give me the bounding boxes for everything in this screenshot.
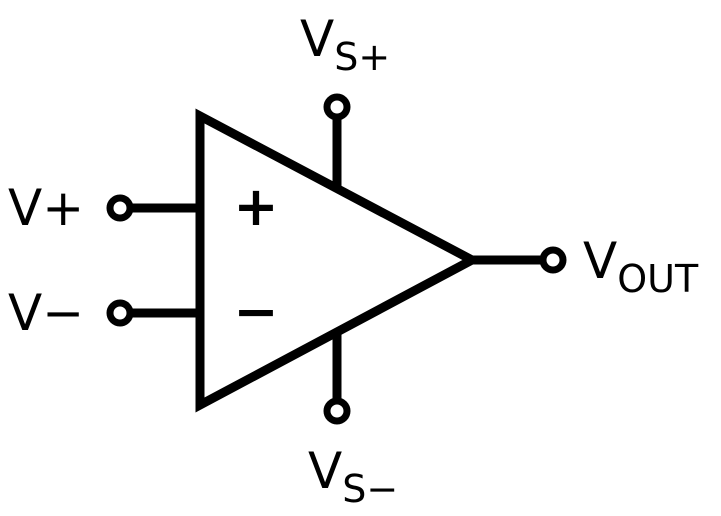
- inverting-terminal: [106, 299, 134, 327]
- supply-negative-label-main: V: [308, 442, 342, 500]
- supply-positive-label-main: V: [300, 10, 334, 68]
- inverting-label: V−: [8, 284, 84, 342]
- supply-positive-label-sub: S+: [334, 35, 390, 79]
- supply-positive-terminal: [323, 93, 351, 121]
- non-inverting-label: V+: [8, 179, 84, 237]
- supply-positive-label: VS+: [300, 10, 390, 79]
- supply-negative-label: VS−: [308, 442, 398, 511]
- supply-negative-terminal: [323, 397, 351, 425]
- output-label-sub: OUT: [617, 257, 699, 301]
- minus-symbol: −: [233, 280, 278, 343]
- non-inverting-terminal: [106, 194, 134, 222]
- plus-symbol: +: [233, 175, 278, 238]
- output-terminal: [539, 246, 567, 274]
- output-label: VOUT: [583, 232, 699, 301]
- output-label-main: V: [583, 232, 617, 290]
- supply-negative-label-sub: S−: [342, 467, 398, 511]
